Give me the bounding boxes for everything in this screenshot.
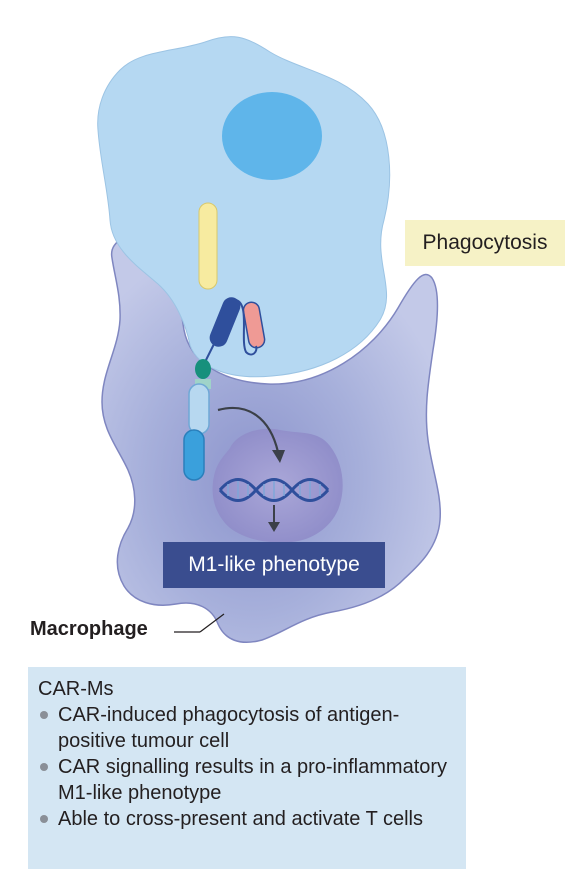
m1-phenotype-label: M1-like phenotype [163, 542, 385, 588]
car-linker [235, 299, 258, 356]
car-hinge [195, 359, 211, 379]
list-item: CAR-induced phagocytosis of antigen-posi… [38, 702, 456, 754]
macrophage-leader-line-diagonal [199, 613, 225, 633]
macrophage-nucleus [212, 428, 343, 543]
phagocytosis-label: Phagocytosis [405, 220, 565, 266]
car-m-info-box: CAR-Ms CAR-induced phagocytosis of antig… [28, 667, 466, 869]
car-scfv-heavy-chain [209, 297, 241, 347]
car-scfv-light-chain [242, 301, 266, 349]
signalling-arrowhead [272, 450, 285, 463]
list-item-text: Able to cross-present and activate T cel… [58, 808, 423, 830]
info-box-title: CAR-Ms [38, 678, 114, 700]
bullet-icon [40, 763, 48, 771]
bullet-icon [40, 711, 48, 719]
list-item-text: CAR signalling results in a pro-inflamma… [58, 756, 448, 804]
bullet-icon [40, 815, 48, 823]
car-stalk [204, 343, 215, 363]
tumour-nucleus [222, 92, 322, 180]
list-item: CAR signalling results in a pro-inflamma… [38, 754, 456, 806]
dna-helix-icon [218, 478, 330, 502]
target-antigen [198, 202, 218, 290]
car-receptor [183, 297, 266, 481]
list-item: Able to cross-present and activate T cel… [38, 806, 456, 832]
list-item-text: CAR-induced phagocytosis of antigen-posi… [58, 704, 400, 752]
car-signalling-domain-1 [188, 383, 210, 435]
signalling-arrow [217, 406, 280, 453]
car-signalling-domain-2 [183, 429, 205, 481]
transcription-arrowhead [268, 522, 280, 532]
macrophage-label: Macrophage [30, 618, 148, 640]
info-list: CAR-induced phagocytosis of antigen-posi… [38, 702, 456, 832]
